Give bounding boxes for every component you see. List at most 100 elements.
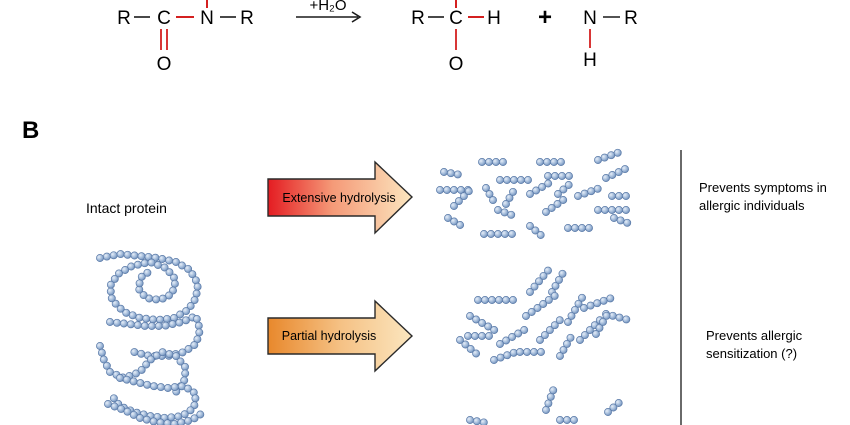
amino-acid-bead	[172, 352, 181, 361]
amino-acid-bead	[474, 296, 482, 304]
amino-acid-bead	[485, 332, 493, 340]
amino-acid-bead	[565, 172, 573, 180]
amino-acid-bead	[539, 300, 548, 308]
amino-acid-bead	[184, 384, 192, 393]
amino-acid-bead	[137, 272, 146, 281]
amino-acid-bead	[180, 410, 189, 419]
partial-hydrolysis-peptides	[456, 266, 631, 425]
amino-acid-bead	[595, 323, 604, 332]
amino-acid-bead	[615, 313, 624, 322]
amino-acid-bead	[196, 410, 205, 419]
amino-acid-bead	[502, 200, 510, 208]
amino-acid-bead	[106, 280, 115, 289]
amino-acid-bead	[459, 192, 468, 201]
amino-acid-bead	[558, 269, 567, 278]
amino-acid-bead	[165, 350, 174, 359]
amino-acid-bead	[503, 351, 512, 360]
amino-acid-bead	[524, 176, 532, 184]
reaction-equation: R C N R O +H₂O R C H O + N R H	[117, 0, 638, 75]
amino-acid-bead	[543, 158, 551, 166]
amino-acid-bead	[580, 304, 588, 312]
amino-acid-bead	[472, 349, 481, 358]
amino-acid-bead	[530, 282, 539, 291]
amino-acid-bead	[539, 271, 548, 280]
amino-acid-bead	[191, 276, 200, 285]
amino-acid-bead	[580, 331, 589, 340]
amino-acid-bead	[177, 418, 186, 425]
amino-acid-bead	[551, 281, 560, 290]
amino-acid-bead	[536, 158, 544, 166]
amino-acid-bead	[96, 342, 104, 350]
amino-acid-bead	[522, 312, 530, 320]
amino-acid-bead	[615, 192, 623, 200]
amino-acid-bead	[484, 322, 493, 331]
amino-acid-bead	[436, 186, 444, 194]
amino-acid-bead	[489, 196, 497, 205]
amino-acid-bead	[106, 318, 114, 326]
amino-acid-bead	[176, 310, 185, 319]
amino-acid-bead	[544, 172, 552, 180]
extensive-hydrolysis-arrow: Extensive hydrolysis	[267, 160, 414, 235]
amino-acid-bead	[471, 332, 479, 340]
amino-acid-bead	[622, 206, 630, 214]
amino-acid-bead	[119, 319, 128, 328]
amino-acid-bead	[170, 383, 179, 392]
amino-acid-bead	[456, 336, 464, 344]
amino-acid-bead	[500, 208, 509, 217]
amino-acid-bead	[563, 339, 571, 348]
amino-acid-bead	[154, 322, 163, 330]
amino-acid-bead	[517, 176, 525, 184]
amino-acid-bead	[487, 230, 495, 238]
amino-acid-bead	[96, 254, 104, 262]
amino-acid-bead	[614, 399, 623, 407]
amino-acid-bead	[533, 304, 542, 312]
amino-acid-bead	[613, 148, 622, 157]
amino-acid-bead	[510, 176, 518, 184]
amino-acid-bead	[566, 333, 575, 342]
amino-acid-bead	[184, 345, 193, 353]
amino-acid-bead	[135, 313, 144, 322]
amino-acid-bead	[578, 293, 586, 302]
amino-acid-bead	[571, 224, 579, 232]
amino-acid-bead	[175, 318, 184, 327]
amino-acid-bead	[195, 328, 204, 337]
plus-sign: +	[538, 4, 552, 31]
amino-acid-bead	[499, 158, 507, 166]
amino-acid-bead	[549, 386, 558, 395]
amino-acid-bead	[456, 221, 465, 229]
amino-acid-bead	[485, 190, 494, 199]
partial-hydrolysis-arrow: Partial hydrolysis	[267, 299, 414, 373]
reactant-r-left: R	[117, 8, 131, 29]
amino-acid-bead	[559, 196, 568, 204]
amino-acid-bead	[163, 419, 172, 425]
amino-acid-bead	[152, 295, 161, 304]
amino-acid-bead	[532, 186, 541, 195]
amino-acid-bead	[143, 380, 152, 389]
amino-acid-bead	[122, 308, 131, 317]
amino-acid-bead	[542, 406, 550, 414]
amino-acid-bead	[610, 214, 618, 222]
amino-acid-bead	[535, 277, 543, 286]
amino-acid-bead	[466, 416, 474, 424]
amino-acid-bead	[571, 305, 579, 314]
amino-acid-bead	[509, 296, 517, 304]
amino-acid-bead	[466, 345, 475, 353]
amino-acid-bead	[152, 351, 161, 360]
amino-acid-bead	[156, 315, 165, 324]
amino-acid-bead	[576, 336, 584, 344]
amino-acid-bead	[544, 399, 553, 408]
amino-acid-bead	[186, 302, 195, 310]
intact-protein-chain	[96, 250, 205, 425]
amino-acid-bead	[115, 269, 123, 278]
amino-acid-bead	[161, 321, 170, 330]
amino-acid-bead	[594, 206, 602, 214]
amino-acid-bead	[129, 410, 138, 419]
amino-acid-bead	[544, 179, 553, 188]
amino-acid-bead	[168, 320, 177, 329]
amino-acid-bead	[140, 321, 149, 330]
amino-acid-bead	[602, 174, 610, 182]
amino-acid-bead	[156, 383, 165, 392]
amino-acid-bead	[527, 308, 536, 316]
amino-acid-bead	[599, 296, 608, 305]
amino-acid-bead	[585, 224, 593, 232]
